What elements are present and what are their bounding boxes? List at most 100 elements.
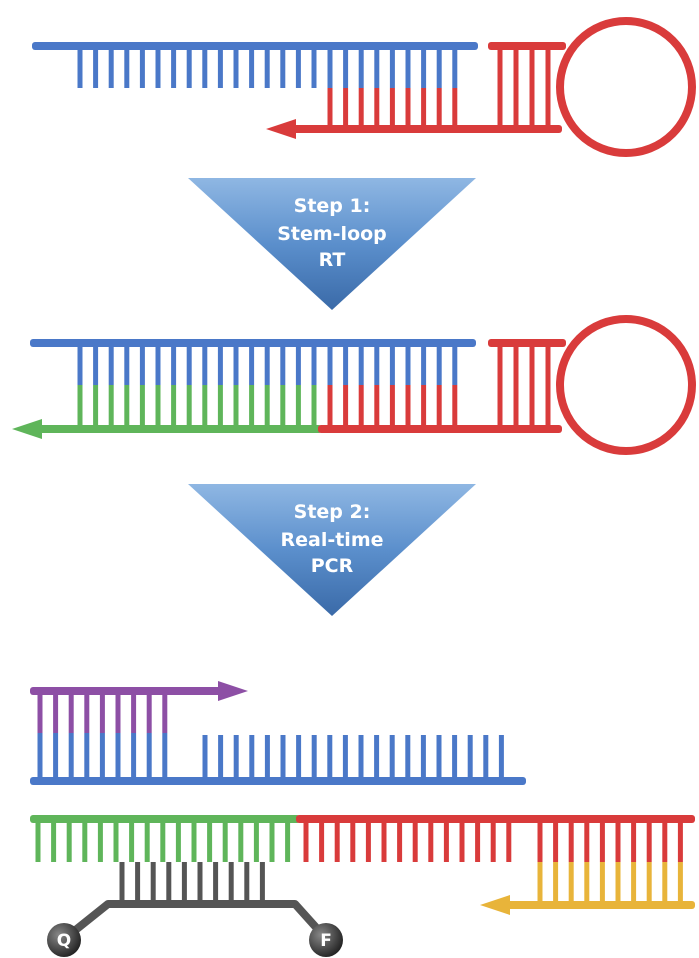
cdna-base — [475, 821, 481, 862]
base-pair — [186, 345, 192, 385]
base-pair — [421, 385, 427, 427]
base-pair — [115, 733, 121, 779]
base-pair — [662, 821, 668, 862]
step-2-triangle-icon — [188, 484, 476, 616]
base-pair — [162, 693, 168, 733]
base-pair — [249, 385, 255, 427]
probe-base — [135, 862, 141, 904]
base-pair — [553, 862, 559, 903]
base-pair — [374, 48, 380, 88]
reverse-primer-arrowhead-icon — [480, 895, 510, 915]
base-pair — [436, 385, 442, 427]
base-pair — [99, 733, 105, 779]
base-pair — [171, 385, 177, 427]
cdna-base — [490, 821, 496, 862]
mirna-base — [311, 48, 317, 88]
base-pair — [374, 88, 380, 127]
base-pair — [452, 48, 458, 88]
base-pair — [99, 693, 105, 733]
base-pair — [264, 385, 270, 427]
panel-2-cdna — [12, 315, 696, 455]
base-pair — [584, 821, 590, 862]
base-pair — [677, 821, 683, 862]
template-base — [296, 735, 302, 779]
base-pair — [389, 345, 395, 385]
probe-base — [166, 862, 172, 904]
panel-3-probe-reverse-primer: Q F — [30, 815, 695, 957]
probe-base — [181, 862, 187, 904]
base-pair — [295, 385, 301, 427]
base-pair — [405, 48, 411, 88]
cdna-base — [238, 821, 244, 862]
base-pair — [343, 88, 349, 127]
base-pair — [295, 345, 301, 385]
cdna-base — [160, 821, 166, 862]
base-pair — [389, 88, 395, 127]
mirna-base — [155, 48, 161, 88]
probe-base — [259, 862, 265, 904]
base-pair — [615, 821, 621, 862]
cdna-base — [443, 821, 449, 862]
base-pair — [77, 385, 83, 427]
base-pair — [327, 48, 333, 88]
cdna-base — [412, 821, 418, 862]
template-base — [374, 735, 380, 779]
step-1-arrow: Step 1: Stem-loop RT — [188, 178, 476, 310]
probe-base — [197, 862, 203, 904]
base-pair — [84, 733, 90, 779]
cdna-base — [191, 821, 197, 862]
base-pair — [389, 385, 395, 427]
base-pair — [405, 88, 411, 127]
base-pair — [436, 48, 442, 88]
base-pair — [452, 345, 458, 385]
fluorophore-icon — [309, 923, 343, 957]
mirna-base — [202, 48, 208, 88]
template-base — [420, 735, 426, 779]
base-pair — [584, 862, 590, 903]
base-pair — [374, 385, 380, 427]
base-pair — [436, 345, 442, 385]
taqman-probe-backbone — [64, 900, 326, 940]
base-pair — [233, 385, 239, 427]
stem-upper-strand — [488, 42, 566, 50]
mirna-base — [171, 48, 177, 88]
step-2-label-line-2: Real-time — [280, 529, 383, 551]
base-pair — [131, 733, 137, 779]
base-pair — [343, 385, 349, 427]
template-base — [264, 735, 270, 779]
cdna-base — [35, 821, 41, 862]
cdna-base — [269, 821, 275, 862]
base-pair — [186, 385, 192, 427]
stem-loop-circle-2 — [556, 315, 696, 455]
cdna-base — [51, 821, 57, 862]
cdna-base — [207, 821, 213, 862]
base-pair — [452, 385, 458, 427]
template-base — [436, 735, 442, 779]
panel-1-mirna-primer — [32, 17, 696, 157]
probe-base — [244, 862, 250, 904]
base-pair — [264, 345, 270, 385]
base-pair — [53, 733, 59, 779]
base-pair — [280, 345, 286, 385]
cdna-base — [175, 821, 181, 862]
base-pair — [311, 345, 317, 385]
cdna-base — [82, 821, 88, 862]
mirna-strand-2 — [30, 339, 476, 347]
base-pair — [202, 385, 208, 427]
template-base — [405, 735, 411, 779]
rt-primer-strand-2 — [318, 425, 562, 433]
quencher-label: Q — [57, 931, 71, 951]
base-pair — [115, 693, 121, 733]
step-1-label-line-1: Step 1: — [294, 195, 371, 217]
cdna-base — [129, 821, 135, 862]
forward-primer-arrowhead-icon — [218, 681, 248, 701]
mirna-base — [233, 48, 239, 88]
template-base — [452, 735, 458, 779]
stem-upper-strand-2 — [488, 339, 566, 347]
probe-base — [228, 862, 234, 904]
base-pair — [358, 345, 364, 385]
base-pair — [146, 693, 152, 733]
base-pair — [108, 385, 114, 427]
template-base — [280, 735, 286, 779]
base-pair — [537, 821, 543, 862]
